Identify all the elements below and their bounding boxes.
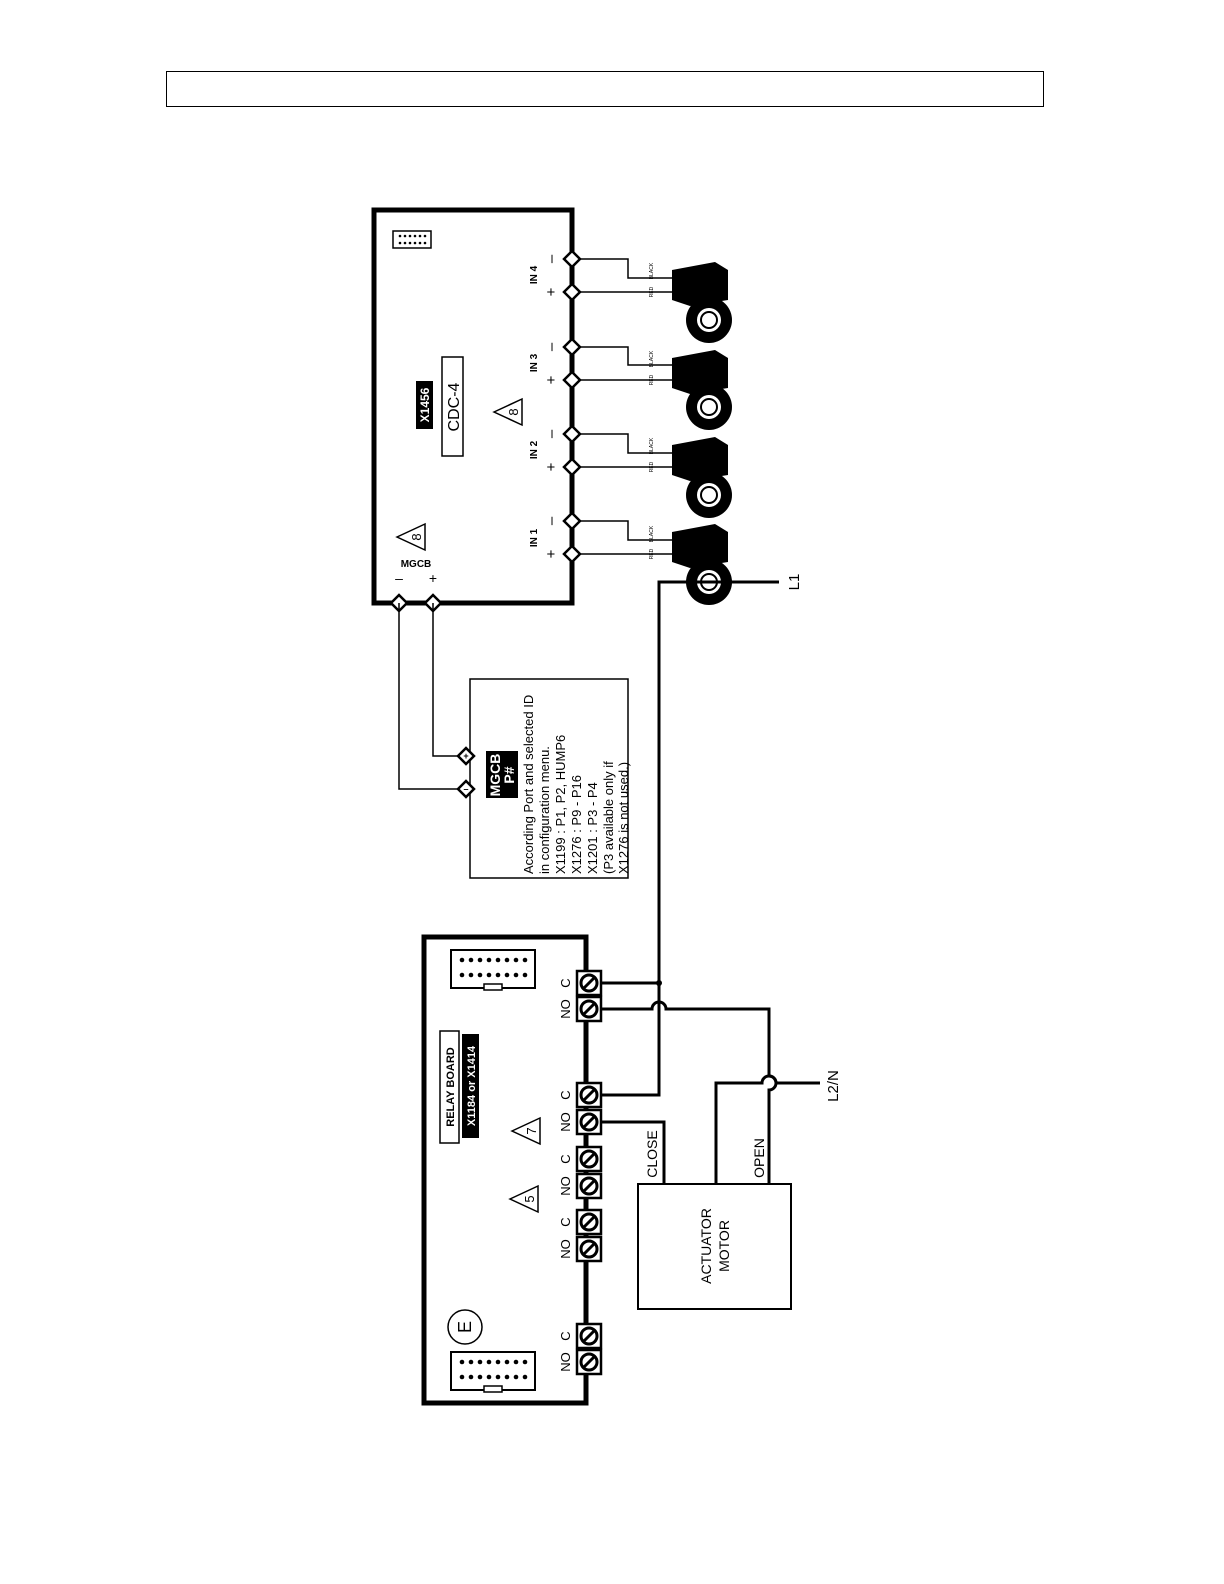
wire-black-label-2: BLACK (649, 437, 655, 454)
relay-board-label: RELAY BOARD (445, 1047, 457, 1127)
in2-plus: + (543, 462, 560, 471)
open-label: OPEN (751, 1138, 767, 1178)
actuator-motor: ACTUATOR MOTOR CLOSE OPEN (637, 1130, 792, 1310)
wire-red-label-2: RED (649, 461, 655, 472)
mgcb-plus-label: + (429, 570, 437, 586)
relay-1-c-label: C (558, 978, 573, 987)
current-sensor-2 (572, 433, 732, 518)
svg-text:+: + (463, 751, 468, 761)
current-sensors: BLACK RED BLACK RED BLACK RED BLACK RED (572, 258, 732, 605)
input-label-3: IN 3 (529, 353, 540, 372)
relay-connector-bottom (450, 1351, 536, 1393)
ground-e-icon: E (447, 1309, 483, 1345)
in3-plus: + (543, 375, 560, 384)
relay-warning-5-icon: 5 (508, 1184, 539, 1214)
cdc-module: X1456 CDC-4 8 8 MGCB – + IN 1 IN 2 IN 3 … (371, 207, 575, 606)
cdc-name-label: CDC-4 (446, 382, 463, 431)
port-note-line-6: (P3 available only if (601, 761, 616, 874)
port-tag-mgcb: MGCB (487, 754, 503, 797)
relay-3-c-label: C (558, 1154, 573, 1163)
current-sensor-4 (572, 258, 732, 343)
relay-4-no-label: NO (558, 1239, 573, 1259)
port-note: + – MGCB P# According Port and selected … (456, 678, 631, 879)
svg-text:8: 8 (409, 533, 424, 540)
wire-black-label-1: BLACK (649, 525, 655, 542)
power-wiring (601, 580, 820, 1184)
mgcb-wiring (398, 603, 466, 790)
relay-board-model: X1184 or X1414 (466, 1045, 478, 1126)
relay-2-no-label: NO (558, 1112, 573, 1132)
relay-4-c-label: C (558, 1217, 573, 1226)
port-note-line-7: X1276 is not used.) (616, 762, 631, 874)
svg-text:7: 7 (524, 1127, 539, 1134)
port-note-line-1: According Port and selected ID (521, 695, 536, 874)
in4-minus: – (543, 254, 560, 263)
close-label: CLOSE (644, 1130, 660, 1177)
mgcb-warning-icon: 8 (395, 522, 426, 552)
actuator-label-1: ACTUATOR (698, 1208, 714, 1284)
header-box (166, 71, 1044, 107)
relay-3-no-label: NO (558, 1176, 573, 1196)
svg-text:–: – (463, 784, 468, 794)
port-note-line-3: X1199 : P1, P2, HUMP6 (553, 735, 568, 874)
relay-board: RELAY BOARD X1184 or X1414 7 5 E C NO C … (421, 934, 603, 1406)
in1-minus: – (543, 516, 560, 525)
wire-black-label-3: BLACK (649, 350, 655, 367)
relay-1-no-label: NO (558, 999, 573, 1019)
mgcb-minus-label: – (395, 570, 403, 586)
wire-red-label-4: RED (649, 286, 655, 297)
in3-minus: – (543, 342, 560, 351)
cdc-connector (392, 230, 432, 249)
input-label-4: IN 4 (529, 265, 540, 284)
mgcb-label: MGCB (401, 559, 432, 570)
port-note-line-5: X1201 : P3 - P4 (585, 782, 600, 874)
in1-plus: + (543, 549, 560, 558)
port-tag-p: P# (501, 766, 517, 783)
relay-2-c-label: C (558, 1090, 573, 1099)
input-label-1: IN 1 (529, 528, 540, 547)
relay-connector-top (450, 949, 536, 991)
svg-text:5: 5 (522, 1195, 537, 1202)
svg-text:8: 8 (506, 408, 521, 415)
cdc-model-label: X1456 (418, 387, 432, 422)
l2n-label: L2/N (825, 1070, 842, 1102)
current-sensor-3 (572, 346, 732, 430)
svg-text:E: E (455, 1321, 475, 1333)
port-note-line-2: in configuration menu. (537, 746, 552, 874)
port-note-line-4: X1276 : P9 - P16 (569, 775, 584, 874)
in2-minus: – (543, 429, 560, 438)
relay-warning-7-icon: 7 (510, 1116, 541, 1146)
relay-5-no-label: NO (558, 1352, 573, 1372)
cdc-warning-icon: 8 (492, 397, 523, 427)
wire-red-label-1: RED (649, 548, 655, 559)
wire-black-label-4: BLACK (649, 262, 655, 279)
l1-label: L1 (786, 574, 803, 591)
in4-plus: + (543, 287, 560, 296)
actuator-label-2: MOTOR (716, 1220, 732, 1272)
relay-5-c-label: C (558, 1331, 573, 1340)
wire-red-label-3: RED (649, 374, 655, 385)
input-label-2: IN 2 (529, 440, 540, 459)
